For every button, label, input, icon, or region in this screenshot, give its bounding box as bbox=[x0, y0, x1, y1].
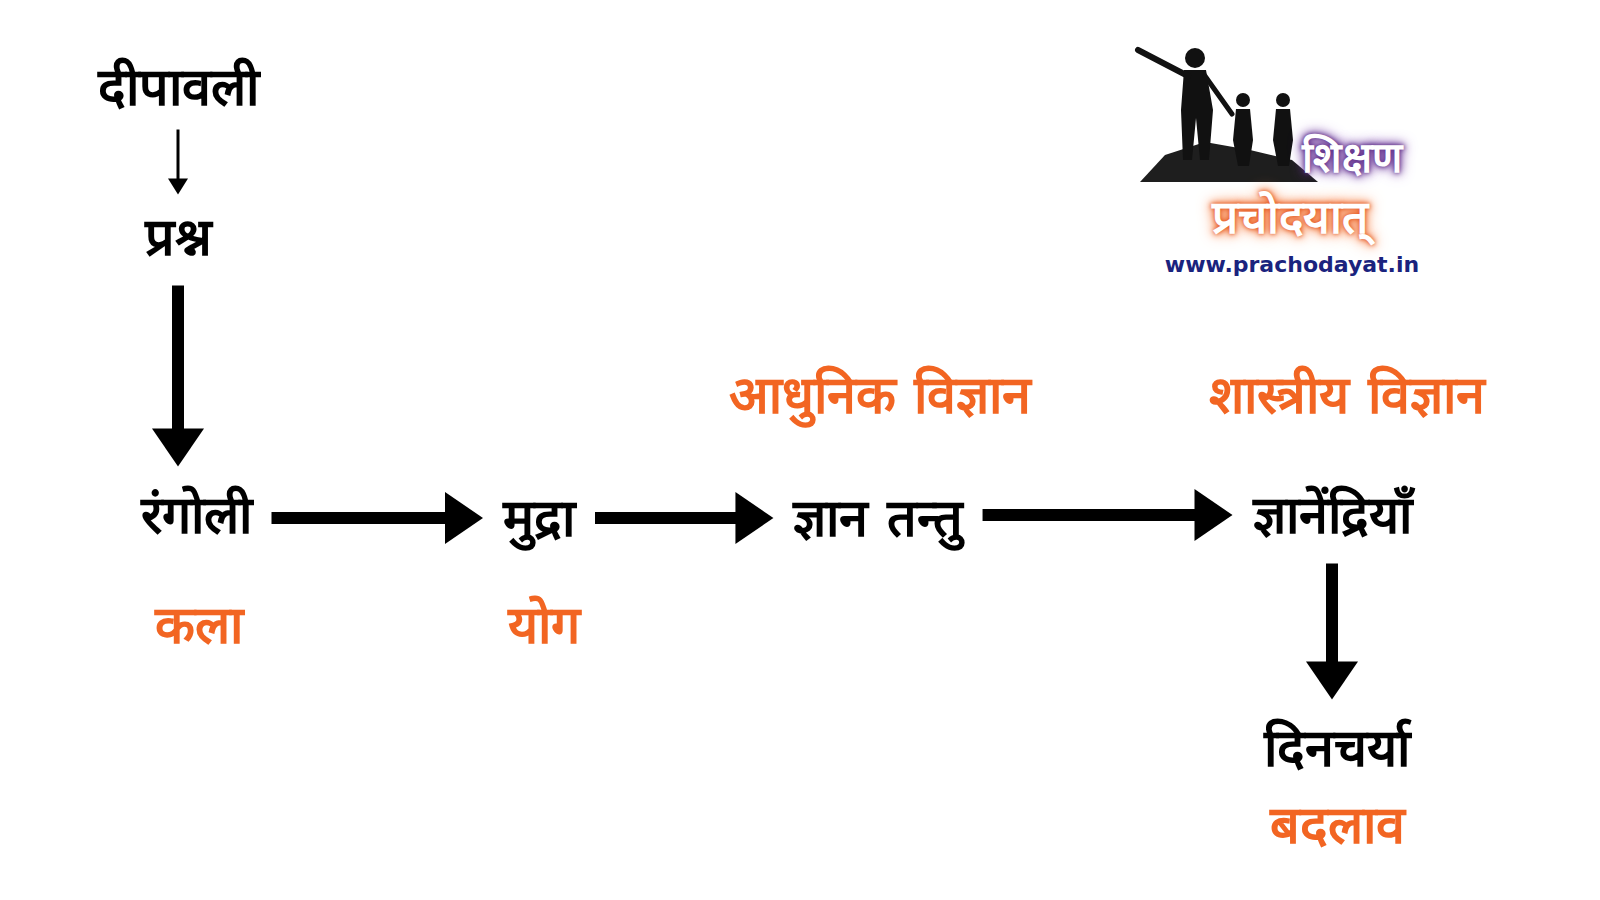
arrow-shaft bbox=[983, 509, 1199, 521]
child-head bbox=[1276, 93, 1290, 107]
flow-arrow bbox=[272, 492, 484, 544]
category-label: शास्त्रीय विज्ञान bbox=[1209, 364, 1484, 426]
flow-arrow bbox=[1306, 564, 1358, 700]
term-text: मुद्रा bbox=[503, 486, 575, 551]
term-text: दीपावली bbox=[98, 55, 259, 120]
arrow-shaft bbox=[172, 286, 184, 433]
logo-text: शिक्षण bbox=[1302, 133, 1402, 183]
category-label: योग bbox=[508, 594, 580, 656]
term-text: प्रश्न bbox=[145, 205, 212, 270]
logo-text: www.prachodayat.in bbox=[1165, 252, 1419, 278]
flow-term: ज्ञान तन्तु bbox=[785, 482, 970, 555]
flow-term: दीपावली bbox=[90, 51, 267, 124]
term-text: ज्ञानेंद्रियाँ bbox=[1253, 483, 1412, 548]
flow-arrow bbox=[595, 492, 773, 544]
child-body bbox=[1233, 109, 1253, 166]
flow-term: मुद्रा bbox=[495, 482, 583, 555]
arrow-head bbox=[445, 492, 483, 544]
flow-term: ज्ञानेंद्रियाँ bbox=[1245, 479, 1420, 552]
category-label: कला bbox=[155, 594, 243, 656]
logo-text: प्रचोदयात् bbox=[1212, 190, 1368, 245]
flow-arrow bbox=[983, 489, 1233, 541]
child-body bbox=[1273, 109, 1293, 166]
category-label: बदलाव bbox=[1270, 794, 1405, 856]
man-arm bbox=[1205, 76, 1232, 114]
arrow-shaft bbox=[1326, 564, 1338, 666]
arrow-head bbox=[168, 179, 188, 195]
arrow-shaft bbox=[177, 130, 180, 181]
term-text: ज्ञान तन्तु bbox=[793, 486, 962, 551]
term-text: रंगोली bbox=[141, 483, 252, 548]
flow-term: रंगोली bbox=[133, 479, 260, 552]
flow-arrow bbox=[168, 130, 188, 195]
flow-term: प्रश्न bbox=[137, 201, 220, 274]
flow-arrow bbox=[152, 286, 204, 467]
flow-term: दिनचर्या bbox=[1256, 712, 1418, 785]
man-head bbox=[1185, 48, 1205, 68]
child-head bbox=[1236, 93, 1250, 107]
arrow-head bbox=[1306, 662, 1358, 700]
arrow-head bbox=[152, 429, 204, 467]
arrow-shaft bbox=[272, 512, 449, 524]
man-pointing-arm bbox=[1138, 50, 1188, 76]
category-label: आधुनिक विज्ञान bbox=[729, 364, 1031, 426]
arrow-shaft bbox=[595, 512, 739, 524]
term-text: दिनचर्या bbox=[1264, 716, 1410, 781]
arrow-head bbox=[735, 492, 773, 544]
arrow-head bbox=[1195, 489, 1233, 541]
